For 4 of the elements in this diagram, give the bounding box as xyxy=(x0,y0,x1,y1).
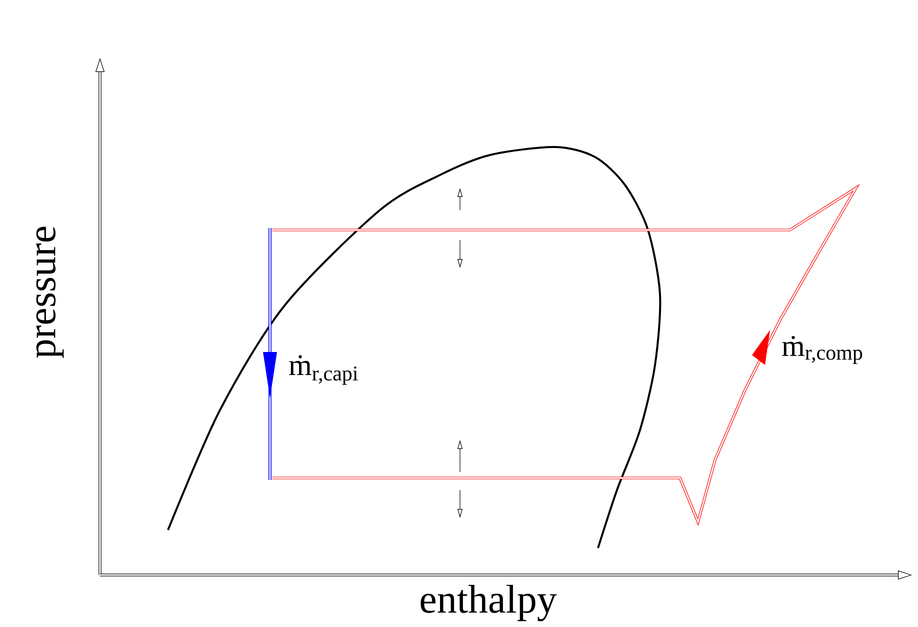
axis-label: pressure xyxy=(36,226,64,358)
flow-label: ṁ$_{r,capi}$ xyxy=(289,355,358,385)
flow-label: ṁ$_{r,comp}$ xyxy=(782,336,862,364)
axis-label: enthalpy xyxy=(420,584,557,622)
